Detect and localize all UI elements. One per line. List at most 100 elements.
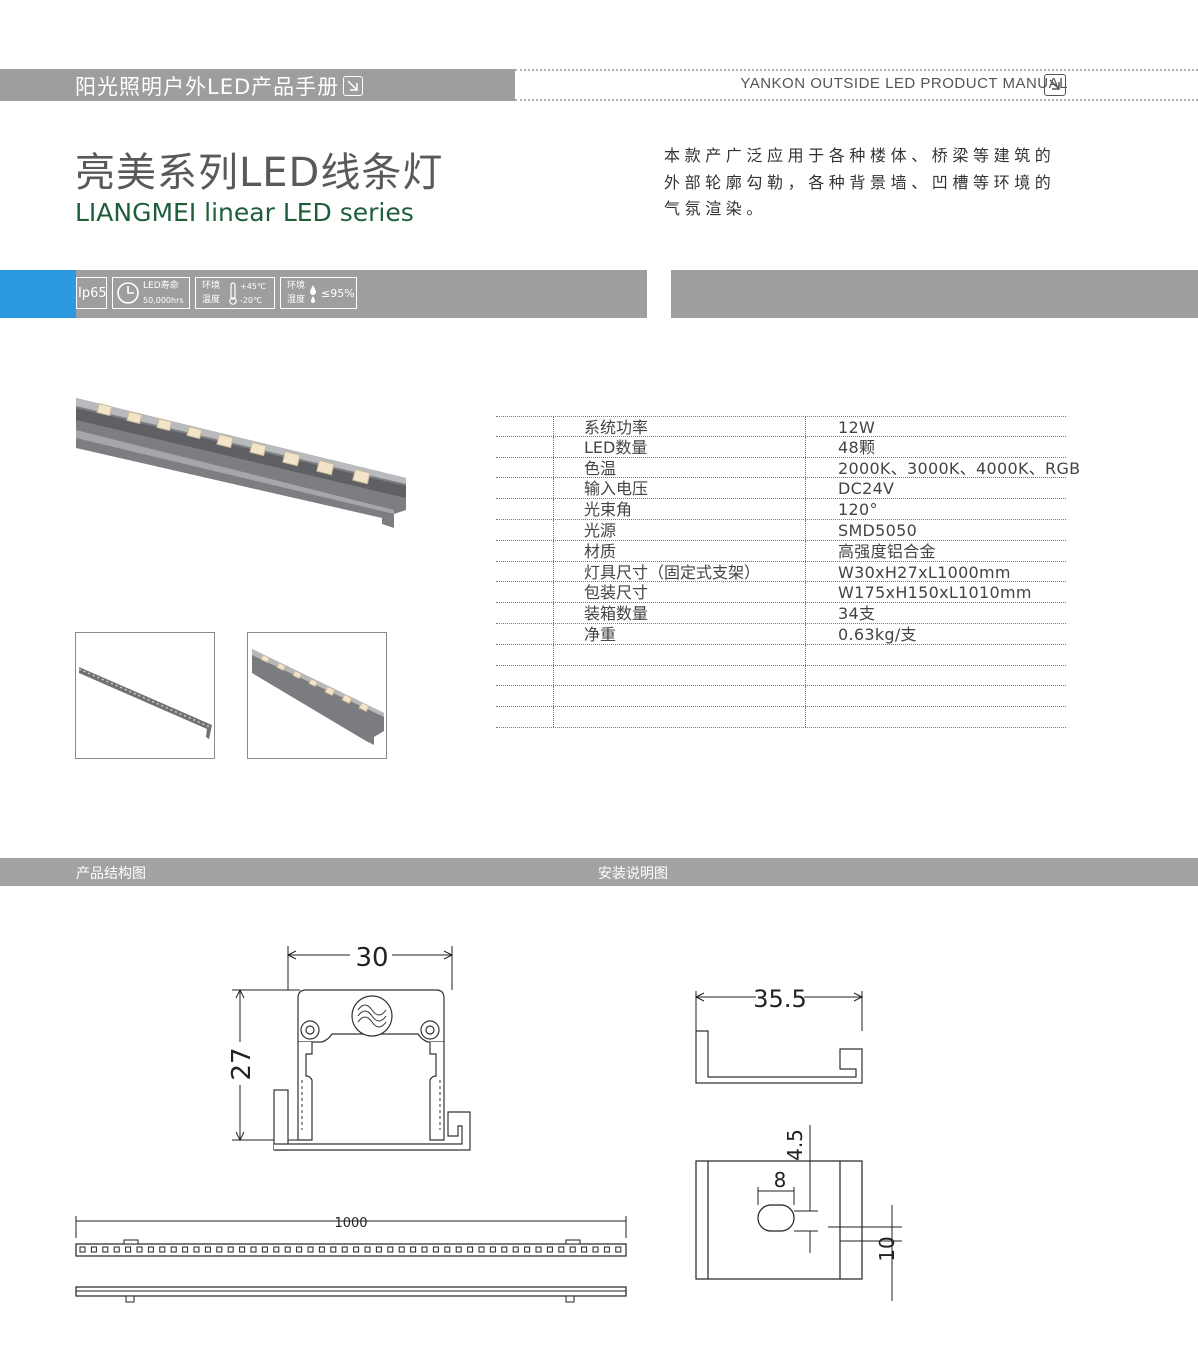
led-chip [330,1246,337,1253]
led-chip [467,1246,474,1253]
spec-row: 装箱数量 34支 [496,603,1066,624]
led-chip [239,1246,246,1253]
temperature-badge: 环境 温度 +45℃ -20℃ [195,277,275,309]
led-chip [193,1246,200,1253]
spec-index-cell [496,478,554,499]
led-chip [296,1246,303,1253]
led-chip [432,1246,439,1253]
spec-row: 系统功率 12W [496,416,1066,437]
spec-row [496,665,1066,687]
bracket-drawing: 35.5 [694,985,864,1084]
product-thumbnail-full[interactable] [75,632,215,759]
spec-value: 2000K、3000K、4000K、RGB [838,458,1081,478]
feature-bar-accent [0,270,76,318]
water-drop-icon [310,285,316,303]
spec-label: 灯具尺寸（固定式支架） [554,561,806,582]
led-chip [581,1246,588,1253]
spec-value: 48颗 [838,437,876,457]
temp-high: +45℃ [240,282,266,291]
led-chip [159,1246,166,1253]
led-chip [387,1246,394,1253]
led-chip [546,1246,553,1253]
led-chip [261,1246,268,1253]
spec-label: 装箱数量 [554,603,806,623]
spec-index-cell [496,582,554,603]
feature-bar [76,270,647,318]
product-thumbnail-detail[interactable] [247,632,387,759]
ip-rating-badge: Ip65 [76,277,107,309]
led-life-label: LED寿命 [143,281,179,291]
header-left-title: 阳光照明户外LED产品手册 [75,75,340,99]
spec-row: 净重 0.63kg/支 [496,623,1066,645]
led-chip [147,1246,154,1253]
header-right-title: YANKON OUTSIDE LED PRODUCT MANUAL [740,75,1068,92]
spec-value: W30xH27xL1000mm [838,562,1011,582]
spec-label: 系统功率 [554,417,806,437]
temp-label-2: 温度 [202,295,221,305]
spec-index-cell [496,417,554,436]
led-chip [273,1246,280,1253]
section-install-title: 安装说明图 [598,866,668,882]
spec-label: 材质 [554,540,806,561]
led-chip [410,1246,417,1253]
spec-value: 34支 [838,604,876,624]
led-chip [569,1246,576,1253]
led-chip [524,1246,531,1253]
led-chip [102,1246,109,1253]
spec-row [496,707,1066,728]
spec-value: 12W [838,418,876,437]
thermometer-icon [229,282,237,305]
led-chip [455,1246,462,1253]
spec-index-cell [496,665,554,686]
humidity-value: ≤95% [321,287,355,300]
spec-label [554,686,806,707]
led-chip [512,1246,519,1253]
led-chip [204,1246,211,1253]
spec-label: 色温 [554,457,806,478]
temp-label-1: 环境 [202,281,221,291]
led-chip [535,1246,542,1253]
spec-label [554,707,806,727]
dim-bracket-width: 35.5 [753,985,806,1013]
section-structure-title: 产品结构图 [76,866,146,882]
spec-value [806,645,1066,665]
led-chip [364,1246,371,1253]
led-chip [284,1246,291,1253]
spec-value: 120° [838,500,878,520]
dim-width: 30 [355,943,388,973]
led-chip [227,1246,234,1253]
humidity-badge: 环境 湿度 ≤95% [280,277,357,309]
led-life-value: 50,000hrs [143,296,184,305]
led-chip [558,1246,565,1253]
spec-row: 灯具尺寸（固定式支架） W30xH27xL1000mm [496,561,1066,583]
led-chip [478,1246,485,1253]
led-chip [615,1246,622,1253]
spec-index-cell [496,540,554,561]
spec-index-cell [496,561,554,582]
spec-value: 0.63kg/支 [838,624,917,644]
cross-section-drawing: 30 27 [227,943,471,1151]
led-chip [398,1246,405,1253]
dim-height: 27 [227,1047,257,1080]
spec-row: 色温 2000K、3000K、4000K、RGB [496,457,1081,479]
header-dotted-line-top [515,69,1198,71]
led-chip [421,1246,428,1253]
spec-value: 高强度铝合金 [838,541,936,561]
spec-value [806,707,1066,727]
feature-bar-right [671,270,1198,318]
product-title-cn: 亮美系列LED线条灯 [75,150,444,196]
spec-value: W175xH150xL1010mm [838,583,1032,603]
spec-label: 光束角 [554,499,806,519]
spec-row: 材质 高强度铝合金 [496,540,1066,562]
spec-index-cell [496,436,554,457]
product-photo [76,398,406,528]
spec-index-cell [496,686,554,707]
product-description: 本款产广泛应用于各种楼体、桥梁等建筑的外部轮廓勾勒，各种背景墙、凹槽等环境的气氛… [664,146,1056,218]
spec-label: 净重 [554,623,806,644]
led-chip [90,1246,97,1253]
led-chip [307,1246,314,1253]
clock-icon [117,282,139,304]
led-chip [603,1246,610,1253]
header-left-bar: 阳光照明户外LED产品手册 [0,69,515,101]
